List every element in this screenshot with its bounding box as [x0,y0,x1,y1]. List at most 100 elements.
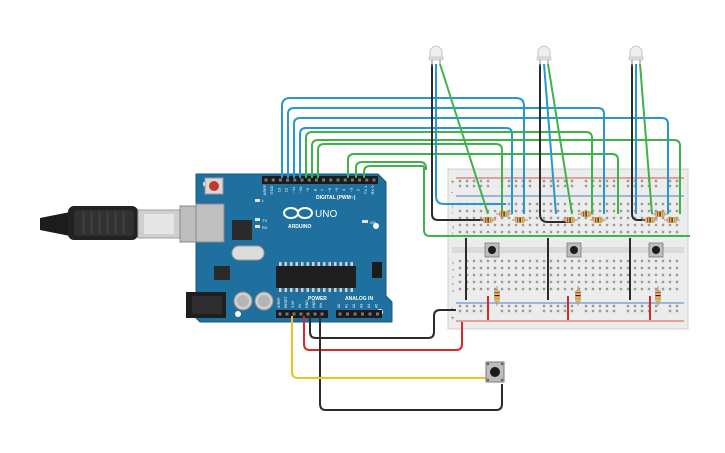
analog-pin-hole[interactable] [353,312,357,316]
rail-hole[interactable] [570,179,574,183]
breadboard-hole[interactable] [675,209,679,213]
rail-hole[interactable] [584,309,588,313]
breadboard-hole[interactable] [647,209,651,213]
rail-hole[interactable] [500,304,504,308]
breadboard-hole[interactable] [556,259,560,263]
rail-hole[interactable] [591,304,595,308]
breadboard-hole[interactable] [675,259,679,263]
breadboard-hole[interactable] [563,287,567,291]
breadboard-hole[interactable] [570,280,574,284]
breadboard-hole[interactable] [640,280,644,284]
breadboard-hole[interactable] [472,259,476,263]
breadboard-hole[interactable] [633,259,637,263]
breadboard-hole[interactable] [500,287,504,291]
breadboard-hole[interactable] [675,202,679,206]
breadboard-hole[interactable] [661,223,665,227]
digital-pin-hole[interactable] [343,178,347,182]
breadboard-hole[interactable] [542,223,546,227]
breadboard-hole[interactable] [640,259,644,263]
breadboard-hole[interactable] [458,273,462,277]
rail-hole[interactable] [640,179,644,183]
resistor[interactable] [562,217,578,223]
breadboard-hole[interactable] [577,223,581,227]
breadboard-hole[interactable] [521,287,525,291]
rail-hole[interactable] [479,304,483,308]
breadboard-hole[interactable] [486,259,490,263]
breadboard-hole[interactable] [493,209,497,213]
rgb-led[interactable] [628,45,644,66]
breadboard-hole[interactable] [500,280,504,284]
breadboard-hole[interactable] [577,287,581,291]
pushbutton[interactable] [484,242,500,258]
breadboard-hole[interactable] [521,259,525,263]
breadboard-hole[interactable] [647,266,651,270]
breadboard-hole[interactable] [479,223,483,227]
rail-hole[interactable] [500,309,504,313]
breadboard-hole[interactable] [542,209,546,213]
breadboard-hole[interactable] [584,216,588,220]
breadboard-hole[interactable] [619,216,623,220]
breadboard-hole[interactable] [528,259,532,263]
rail-hole[interactable] [458,309,462,313]
breadboard-hole[interactable] [514,223,518,227]
rail-hole[interactable] [556,184,560,188]
rail-hole[interactable] [668,309,672,313]
breadboard-hole[interactable] [472,216,476,220]
breadboard-hole[interactable] [577,202,581,206]
power-pin-hole[interactable] [306,312,310,316]
breadboard-hole[interactable] [647,230,651,234]
digital-pin-hole[interactable] [329,178,333,182]
breadboard-hole[interactable] [493,230,497,234]
analog-pin-hole[interactable] [361,312,364,316]
breadboard-hole[interactable] [626,223,630,227]
breadboard-hole[interactable] [514,202,518,206]
breadboard-hole[interactable] [598,230,602,234]
power-pin-hole[interactable] [299,312,303,316]
rail-hole[interactable] [556,309,560,313]
breadboard-hole[interactable] [472,287,476,291]
breadboard-hole[interactable] [626,266,630,270]
breadboard-hole[interactable] [640,223,644,227]
breadboard-hole[interactable] [465,223,469,227]
breadboard-hole[interactable] [640,273,644,277]
breadboard-hole[interactable] [612,209,616,213]
breadboard-hole[interactable] [619,223,623,227]
rail-hole[interactable] [612,304,616,308]
breadboard-hole[interactable] [619,273,623,277]
breadboard-hole[interactable] [647,223,651,227]
breadboard-hole[interactable] [507,280,511,284]
rail-hole[interactable] [640,184,644,188]
breadboard-hole[interactable] [479,259,483,263]
breadboard-hole[interactable] [528,216,532,220]
breadboard-hole[interactable] [472,230,476,234]
rail-hole[interactable] [472,184,476,188]
breadboard-hole[interactable] [619,259,623,263]
breadboard-hole[interactable] [528,209,532,213]
breadboard-hole[interactable] [556,273,560,277]
breadboard-hole[interactable] [654,202,658,206]
digital-pin-hole[interactable] [278,178,282,182]
breadboard-hole[interactable] [612,216,616,220]
breadboard-hole[interactable] [549,202,553,206]
rail-hole[interactable] [528,179,532,183]
resistor[interactable] [496,211,512,217]
rail-hole[interactable] [668,179,672,183]
breadboard-hole[interactable] [472,273,476,277]
breadboard-hole[interactable] [661,202,665,206]
breadboard-hole[interactable] [542,230,546,234]
breadboard-hole[interactable] [556,230,560,234]
breadboard-hole[interactable] [626,259,630,263]
rail-hole[interactable] [640,304,644,308]
breadboard-hole[interactable] [647,287,651,291]
power-pin-hole[interactable] [278,312,282,316]
rail-hole[interactable] [465,184,469,188]
breadboard-hole[interactable] [619,266,623,270]
breadboard-hole[interactable] [493,259,497,263]
rail-hole[interactable] [612,179,616,183]
breadboard-hole[interactable] [668,202,672,206]
breadboard-hole[interactable] [500,223,504,227]
breadboard-hole[interactable] [619,230,623,234]
rail-hole[interactable] [605,309,609,313]
breadboard-hole[interactable] [528,230,532,234]
